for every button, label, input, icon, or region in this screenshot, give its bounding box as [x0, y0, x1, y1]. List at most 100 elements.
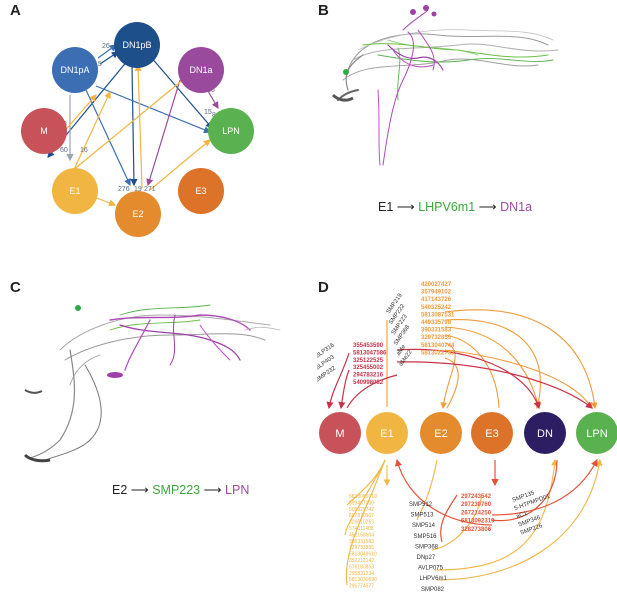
- top-ids-orange-item: 417143726: [421, 297, 452, 303]
- top-ids-red-item: 325122525: [353, 358, 384, 364]
- bottom-ids-yellow-item: 697870907: [349, 513, 374, 519]
- bottom-ids-red-item: 297243542: [461, 494, 492, 500]
- top-types-orange-item: aMe: [396, 344, 408, 358]
- node-e1: [366, 412, 408, 454]
- node-e2-label: E2: [434, 428, 447, 440]
- panel-letter-d: D: [318, 279, 329, 296]
- bottom-types-yellow-item: SMP516: [414, 534, 438, 540]
- bottom-ids-yellow-item: 574011408: [349, 526, 374, 532]
- bottom-ids-yellow-item: 329733855: [349, 545, 374, 551]
- bottom-types-yellow-item: DNp27: [417, 555, 436, 561]
- node-dn: [524, 412, 566, 454]
- node-dn1pa: [52, 47, 98, 93]
- node-e1-label: E1: [69, 186, 80, 196]
- node-dn-label: DN: [537, 428, 553, 440]
- top-red-edges: [326, 348, 593, 410]
- caption-target: DN1a: [500, 200, 533, 214]
- caption-arrow-2: ⟶: [203, 483, 222, 497]
- edge-e1-dn1pa: [69, 90, 111, 179]
- node-e3: [178, 168, 224, 214]
- bottom-ids-yellow-item: 295774577: [349, 584, 374, 590]
- node-dn1a-label: DN1a: [189, 65, 212, 75]
- bottom-ids-red-item: 328273806: [461, 527, 492, 533]
- node-e2-label: E2: [132, 209, 143, 219]
- bottom-ids-yellow-item: 699467000: [349, 500, 374, 506]
- bottom-ids-yellow-item: 5813030690: [349, 577, 377, 583]
- top-ids-red-item: 540998082: [353, 380, 384, 386]
- panel-letter-c: C: [10, 279, 21, 296]
- panel-b-neuron-render: [331, 5, 559, 166]
- bottom-ids-yellow-item: 352212142: [349, 558, 374, 564]
- edge-dn1pb-e2: [130, 65, 138, 187]
- bottom-types-yellow-item: AVLP075: [418, 566, 444, 572]
- caption-arrow-2: ⟶: [478, 200, 497, 214]
- bottom-types-yellow-item: SMP513: [411, 513, 435, 519]
- caption-target: LPN: [225, 483, 250, 497]
- node-e2: [420, 412, 462, 454]
- top-ids-orange-item: 449335798: [421, 320, 452, 326]
- top-ids-red: 3554535905813047586325122525325455002294…: [353, 343, 387, 386]
- node-lpn-label: LPN: [222, 126, 240, 136]
- node-e3-label: E3: [485, 428, 498, 440]
- bottom-ids-yellow-item: 295831234: [349, 571, 374, 577]
- top-ids-red-item: 325455002: [353, 365, 384, 371]
- edge-label: 15: [94, 61, 102, 68]
- edge-label: 271: [144, 186, 156, 193]
- bottom-yellow-edges: [344, 458, 603, 586]
- bottom-ids-yellow-item: 5813049510: [349, 552, 377, 558]
- bottom-ids-yellow-item: 452158604: [349, 532, 374, 538]
- edge-dn1pa-lpn: [95, 85, 212, 134]
- edge-label: 19: [134, 186, 142, 193]
- node-m-label: M: [40, 126, 48, 136]
- top-ids-orange-item: 5813022753: [421, 350, 455, 356]
- bottom-types-yellow-item: SMP514: [412, 523, 436, 529]
- caption-arrow: ⟶: [396, 200, 415, 214]
- bottom-ids-yellow-item: 326610253: [349, 520, 374, 526]
- bottom-ids-yellow-item: 5813060710: [349, 494, 377, 500]
- node-e1-label: E1: [380, 428, 393, 440]
- edge-e2-lpn: [149, 139, 211, 191]
- bottom-types-yellow: SMP512SMP513SMP514SMP516SMP368DNp27AVLP0…: [409, 502, 448, 593]
- top-ids-red-item: 294783216: [353, 373, 384, 379]
- node-lpn: [208, 108, 254, 154]
- caption-arrow: ⟶: [130, 483, 149, 497]
- caption-source: E2: [112, 483, 128, 497]
- edge-e1-dn1a: [65, 73, 191, 177]
- bottom-ids-red-item: 5813092319: [461, 519, 495, 525]
- panel-a-nodes: DN1pA DN1pB DN1a M LPN E1 E2 E3: [21, 22, 254, 237]
- node-e3: [471, 412, 513, 454]
- top-orange-edges: [386, 309, 598, 410]
- panel-a-network: 15 26 16 3 60 16 276 19 271 8 15 DN1pA D…: [21, 22, 254, 237]
- top-ids-orange-item: 5813087531: [421, 312, 455, 318]
- node-dn1pa-label: DN1pA: [60, 65, 89, 75]
- edge-label: 16: [80, 147, 88, 154]
- node-m: [21, 108, 67, 154]
- panel-letter-a: A: [10, 2, 21, 19]
- top-ids-orange-item: 390331583: [421, 328, 452, 334]
- bottom-types-yellow-item: SMP512: [409, 502, 433, 508]
- bottom-ids-red: 2972435422972307602672142505813092319328…: [461, 494, 495, 533]
- top-ids-red-item: 5813047586: [353, 350, 387, 356]
- bottom-ids-yellow-item: 386331583: [349, 539, 374, 545]
- panel-c-neuron-render: [23, 304, 281, 463]
- edge-e2-dn1pb: [134, 63, 143, 189]
- bottom-types-yellow-item: SMP082: [421, 587, 445, 593]
- bottom-ids-yellow: 5813060710699467000508929742697870907326…: [349, 494, 377, 590]
- bottom-ids-yellow-item: 676180853: [349, 564, 374, 570]
- node-e3-label: E3: [195, 186, 206, 196]
- top-ids-orange-item: 357949102: [421, 290, 452, 296]
- node-e2: [115, 191, 161, 237]
- bottom-red-edges: [394, 458, 598, 543]
- edge-label: 276: [118, 186, 130, 193]
- edge-label: 60: [60, 147, 68, 154]
- caption-mid: LHPV6m1: [418, 200, 476, 214]
- bottom-ids-red-item: 297230760: [461, 502, 492, 508]
- bottom-ids-yellow-item: 508929742: [349, 507, 374, 513]
- panel-letter-b: B: [318, 2, 329, 19]
- panel-c-caption: E2 ⟶ SMP223 ⟶ LPN: [112, 482, 249, 497]
- node-m-label: M: [335, 428, 344, 440]
- edge-dn1a-e2: [146, 79, 181, 187]
- edge-label: 8: [212, 112, 216, 119]
- bottom-types-yellow-item: LHPV6m1: [420, 576, 448, 582]
